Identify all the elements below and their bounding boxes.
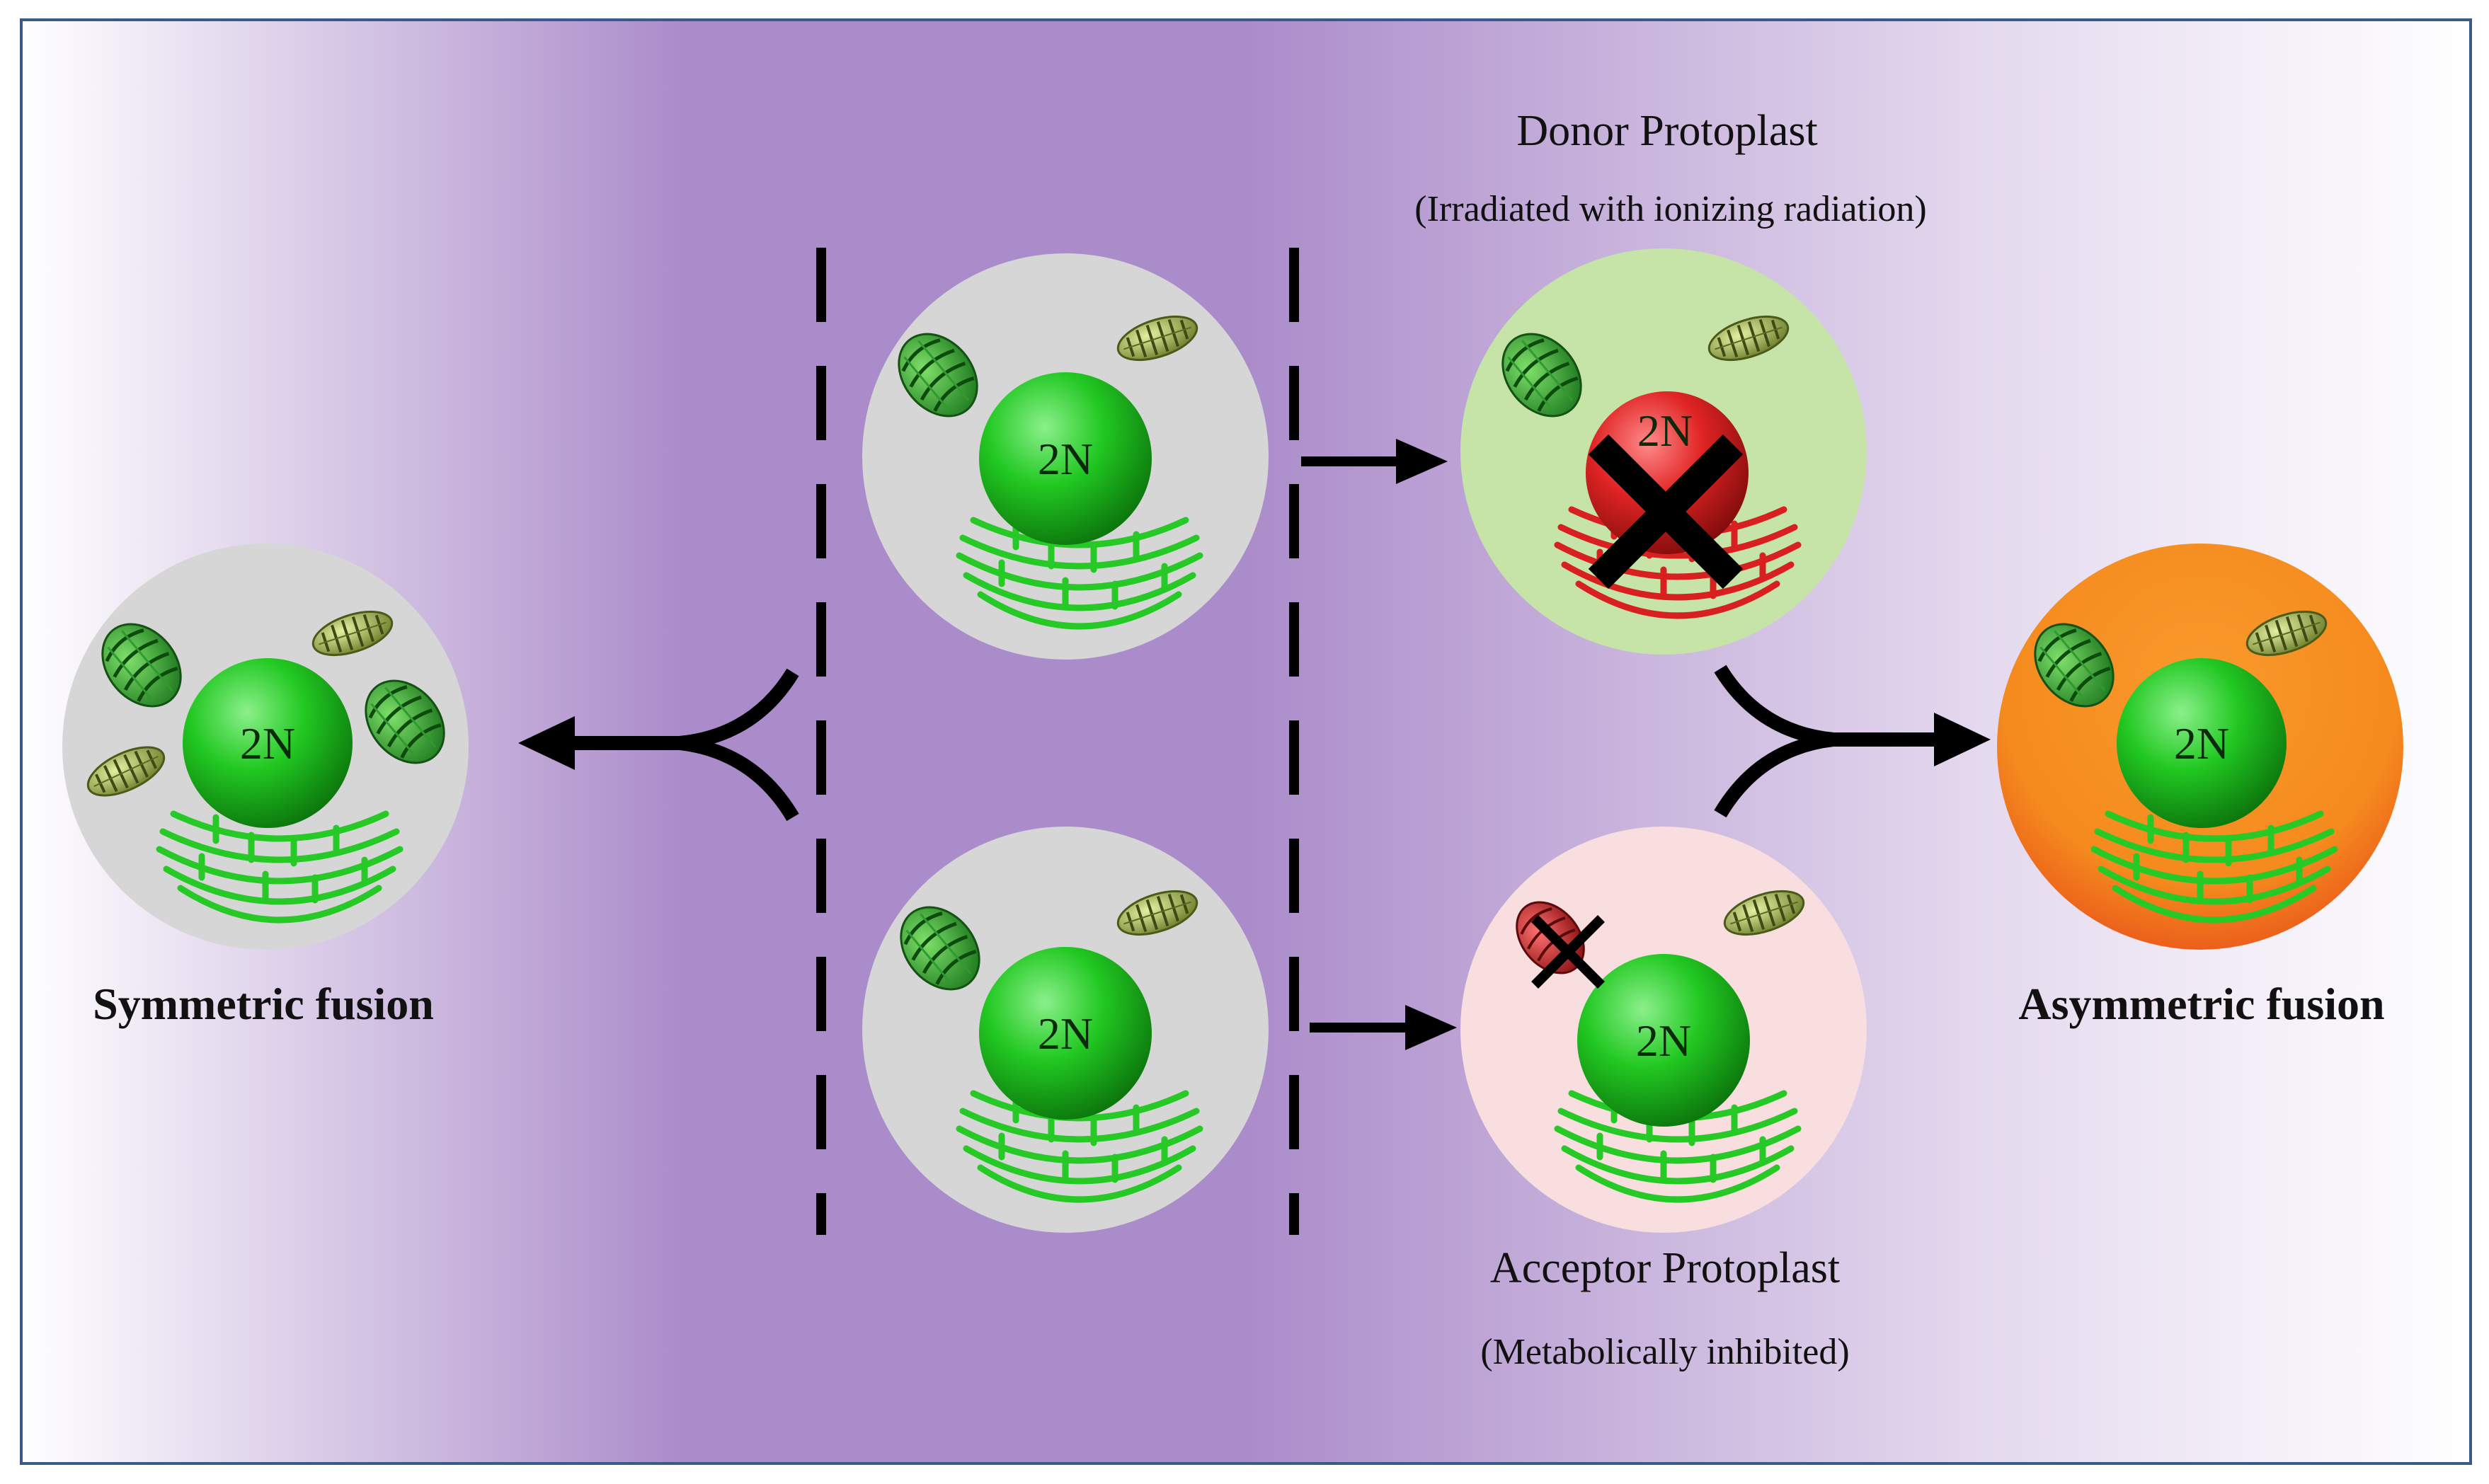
- nucleus-sphere-icon: [1586, 391, 1749, 554]
- acceptor-protoplast-cell: 2N: [1460, 827, 1867, 1233]
- nucleus-label: 2N: [1637, 405, 1693, 456]
- acceptor-protoplast-note: (Metabolically inhibited): [1480, 1332, 1849, 1372]
- nucleus-sphere-icon: [2117, 658, 2287, 828]
- asymmetric-fusion-label: Asymmetric fusion: [2018, 979, 2384, 1029]
- donor-protoplast-title: Donor Protoplast: [1516, 107, 1817, 155]
- parent-cell-top: 2N: [862, 253, 1269, 660]
- asymmetric-fusion-cell: 2N: [1997, 543, 2403, 950]
- parent-cell-bottom: 2N: [862, 827, 1269, 1233]
- nucleus-label: 2N: [1636, 1016, 1691, 1066]
- nucleus-sphere-icon: [183, 658, 353, 828]
- asymmetric-merge-arrow: [1714, 665, 1940, 818]
- cross-mark-icon: [1531, 915, 1605, 989]
- nucleus-sphere-icon: [1577, 954, 1750, 1127]
- nucleus-label: 2N: [1038, 434, 1093, 484]
- asymmetric-arrowhead: [1934, 713, 1991, 766]
- nucleus-sphere-icon: [979, 947, 1152, 1120]
- arrow-to-donor: [1301, 439, 1448, 484]
- nucleus-sphere-icon: [979, 372, 1152, 545]
- symmetric-fusion-cell: 2N: [62, 543, 469, 950]
- nucleus-label: 2N: [240, 718, 295, 769]
- cross-mark-icon: [1588, 434, 1744, 589]
- donor-protoplast-cell: 2N: [1460, 248, 1867, 655]
- nucleus-label: 2N: [2174, 718, 2229, 769]
- donor-protoplast-note: (Irradiated with ionizing radiation): [1414, 189, 1926, 229]
- symmetric-merge-arrow: [566, 668, 799, 822]
- nucleus-label: 2N: [1038, 1008, 1093, 1059]
- symmetric-arrowhead: [518, 716, 575, 770]
- symmetric-fusion-label: Symmetric fusion: [93, 979, 434, 1029]
- acceptor-protoplast-title: Acceptor Protoplast: [1490, 1244, 1840, 1292]
- arrow-to-acceptor: [1310, 1005, 1457, 1050]
